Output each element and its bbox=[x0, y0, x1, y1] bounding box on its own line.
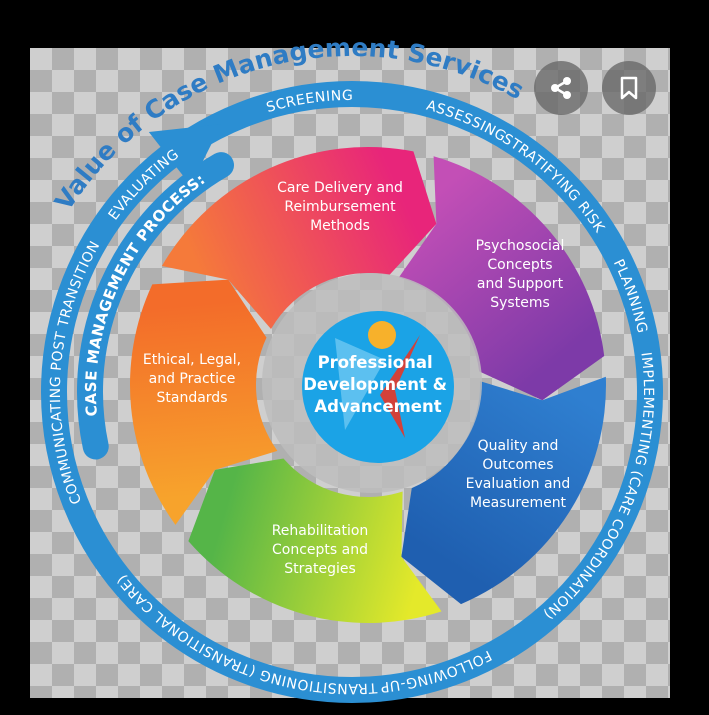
figure-head-icon bbox=[368, 321, 396, 349]
center-label: Professional Development & Advancement bbox=[303, 353, 453, 416]
share-icon bbox=[551, 77, 571, 99]
process-ring-inner-arc bbox=[77, 152, 234, 460]
segment-5 bbox=[130, 279, 278, 525]
process-ring bbox=[41, 81, 663, 703]
segment-4 bbox=[188, 458, 442, 624]
segment-2 bbox=[398, 156, 605, 401]
figure-left-icon bbox=[335, 338, 385, 430]
bookmark-button[interactable] bbox=[602, 61, 656, 115]
segment-3 bbox=[401, 376, 607, 605]
segment-1 bbox=[161, 147, 437, 329]
bookmark-icon bbox=[620, 76, 638, 100]
share-button[interactable] bbox=[534, 61, 588, 115]
ring-arrow-head bbox=[148, 124, 222, 186]
figure-right-icon bbox=[380, 335, 420, 438]
